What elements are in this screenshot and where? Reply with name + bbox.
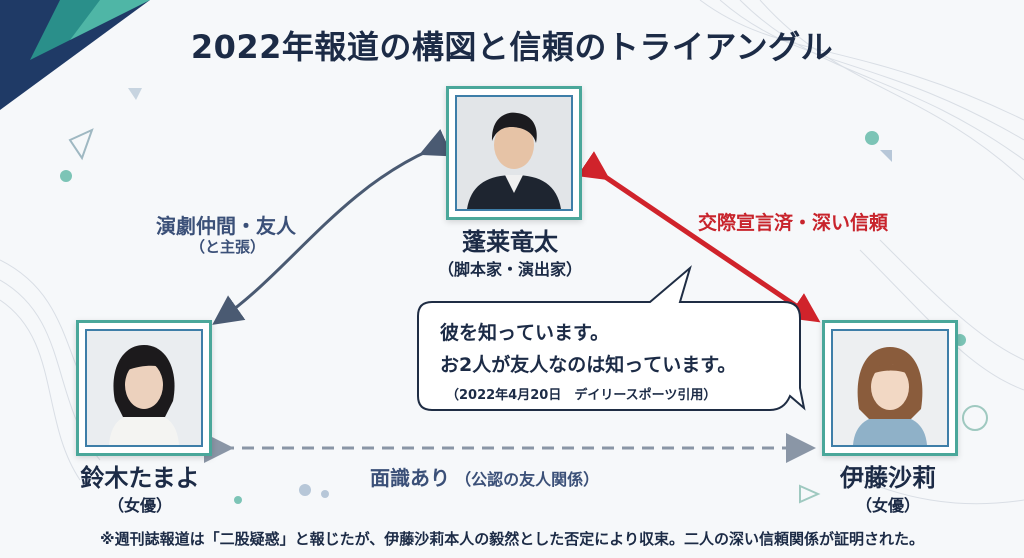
role-right: （女優） [855,496,920,515]
label-top-right: 交際宣言済・深い信頼 [698,212,889,234]
name-top: 蓬莱竜太 [462,228,558,256]
role-top: （脚本家・演出家） [437,260,582,279]
photo-suzuki-tamayo [76,320,212,456]
name-right: 伊藤沙莉 [840,464,936,492]
footnote: ※週刊誌報道は「二股疑惑」と報じたが、伊藤沙莉本人の毅然とした否定により収束。二… [100,530,924,548]
triangle-decoration [68,128,94,161]
photo-houra-ryuta [446,86,582,220]
corner-accent [0,0,150,110]
label-left-right: 面識あり （公認の友人関係） [370,462,690,491]
quote-line2: お2人が友人なのは知っています。 [440,354,737,376]
quote-line1: 彼を知っています。 [440,322,610,344]
page-title: 2022年報道の構図と信頼のトライアングル [190,28,834,66]
arrow-top-right [577,151,821,323]
label-top-left: 演劇仲間・友人 [156,214,296,238]
name-left: 鈴木たまよ [80,464,200,492]
arrow-top-left [212,128,453,325]
quote-source: （2022年4月20日 デイリースポーツ引用） [446,388,717,403]
label-top-left-sub: （と主張） [190,238,266,256]
role-left: （女優） [107,496,172,515]
person-female-icon [87,331,201,445]
speech-bubble [417,265,806,411]
photo-ito-sairi [822,320,958,456]
person-male-icon [457,97,571,209]
label-left-right-sub: （公認の友人関係） [455,470,600,489]
label-left-right-main: 面識あり [370,466,450,490]
person-female-icon [833,331,947,445]
